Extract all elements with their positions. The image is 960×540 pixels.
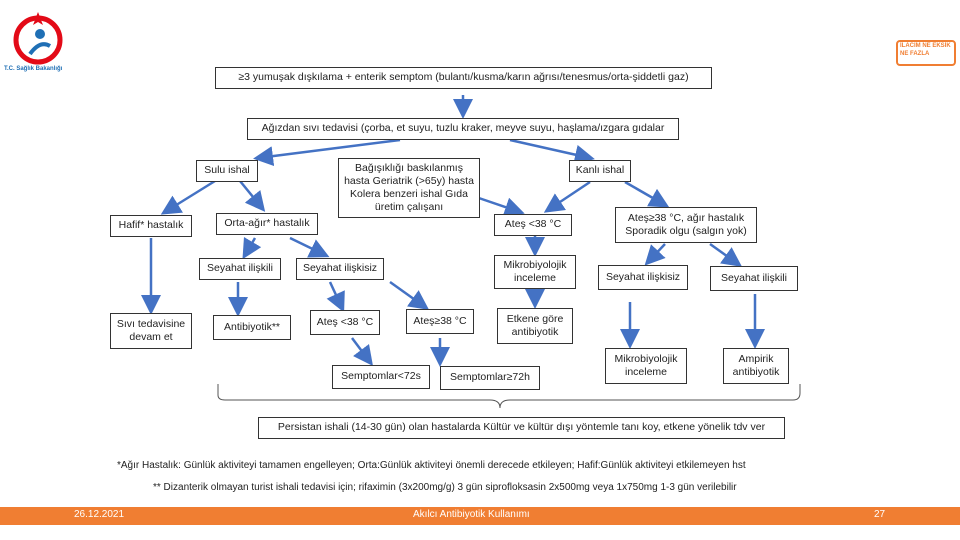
ilacim-logo: İLACIM NE EKSİK NE FAZLA (896, 40, 956, 66)
box-top-symptom: ≥3 yumuşak dışkılama + enterik semptom (… (215, 67, 712, 89)
box-sulu-ishal: Sulu ishal (196, 160, 258, 182)
arrow-sulu-to-hafif (160, 179, 216, 215)
arrow-kanli-to-ates (543, 180, 591, 213)
ministry-logo: T.C. Sağlık Bakanlığı (4, 10, 70, 88)
box-antibiyotik: Antibiyotik** (213, 315, 291, 340)
box-orta-agir: Orta-ağır* hastalık (216, 213, 318, 235)
box-mikro-right: Mikrobiyolojik inceleme (605, 348, 687, 384)
box-mikro-mid: Mikrobiyolojik inceleme (494, 255, 576, 289)
box-risk-group: Bağışıklığı baskılanmış hasta Geriatrik … (338, 158, 480, 218)
footer-title: Akılcı Antibiyotik Kullanımı (413, 509, 530, 520)
box-kanli-ishal: Kanlı ishal (569, 160, 631, 182)
arrow-iliskisiz-to-atesge (389, 280, 430, 310)
box-ampirik: Ampirik antibiyotik (723, 348, 789, 384)
arrow-ateshigh-to-iliskili (709, 242, 743, 267)
box-ates-lt-right: Ateş <38 °C (494, 214, 572, 236)
footer-date: 26.12.2021 (74, 509, 125, 520)
box-sempt-ge: Semptomlar≥72h (440, 366, 540, 390)
box-ates-ge-sporadik: Ateş≥38 °C, ağır hastalık Sporadik olgu … (615, 207, 757, 243)
ilacim-logo-text: İLACIM NE EKSİK NE FAZLA (900, 43, 951, 57)
footer-bar: 26.12.2021 Akılcı Antibiyotik Kullanımı … (0, 507, 960, 525)
arrow-kanli-to-ateshigh (624, 180, 670, 208)
bracket (217, 384, 801, 409)
box-oral-fluid: Ağızdan sıvı tedavisi (çorba, et suyu, t… (247, 118, 679, 140)
arrow-oral-to-kanli (509, 138, 595, 165)
box-seyahat-iliskili: Seyahat ilişkili (199, 258, 281, 280)
box-seyahat-iliskili-right: Seyahat ilişkili (710, 266, 798, 291)
arrow-oral-to-sulu (253, 138, 401, 167)
box-seyahat-iliskisiz-right: Seyahat ilişkisiz (598, 265, 688, 290)
box-sempt-lt: Semptomlar<72s (332, 365, 430, 389)
arrow-ateshigh-to-iliskisiz (644, 243, 666, 266)
arrow-orta-to-iliskisiz (289, 236, 330, 258)
arrow-iliskisiz-to-ateslt (326, 281, 345, 313)
box-hafif: Hafif* hastalık (110, 215, 192, 237)
box-etkene-gore: Etkene göre antibiyotik (497, 308, 573, 344)
box-sivi-devam: Sıvı tedavisine devam et (110, 313, 192, 349)
ministry-logo-text: T.C. Sağlık Bakanlığı (4, 66, 63, 72)
note-severity: *Ağır Hastalık: Günlük aktiviteyi tamame… (117, 460, 746, 471)
box-persistan: Persistan ishali (14-30 gün) olan hastal… (258, 417, 785, 439)
arrow-ateslt-to-sempt (351, 337, 373, 366)
arrow-orta-to-seyahat (242, 237, 262, 260)
arrow-sulu-to-orta (239, 180, 266, 212)
box-seyahat-iliskisiz-mid: Seyahat ilişkisiz (296, 258, 384, 280)
box-ates-ge-mid: Ateş≥38 °C (406, 309, 474, 334)
page-number: 27 (874, 509, 886, 520)
box-ates-lt-mid: Ateş <38 °C (310, 310, 380, 335)
note-traveler: ** Dizanterik olmayan turist ishali teda… (153, 482, 737, 493)
